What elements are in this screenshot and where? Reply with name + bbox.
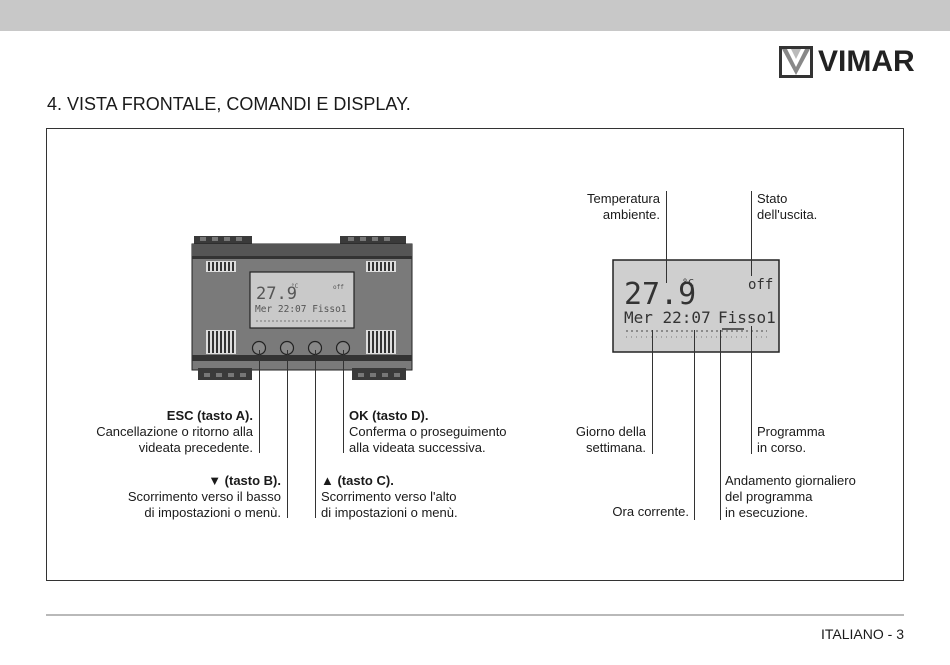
label-down-line2: di impostazioni o menù.	[144, 505, 281, 520]
page-footer: ITALIANO - 3	[821, 626, 904, 642]
label-andamento-line3: in esecuzione.	[725, 505, 809, 520]
leader-esc	[259, 350, 260, 453]
label-esc-title: ESC (tasto A).	[166, 408, 253, 423]
leader-temperatura	[666, 191, 667, 283]
label-giorno: Giorno della settimana.	[576, 424, 646, 456]
leader-giorno	[652, 330, 653, 454]
display-unit: °C	[682, 278, 694, 289]
label-stato-line2: dell'uscita.	[757, 207, 818, 222]
label-stato: Stato dell'uscita.	[757, 191, 817, 223]
display-detail: 27.9 °C off Mer 22:07 Fisso1	[612, 259, 780, 353]
label-andamento: Andamento giornaliero del programma in e…	[725, 473, 856, 521]
device-lcd-state: off	[333, 284, 344, 291]
label-up-line2: di impostazioni o menù.	[321, 505, 458, 520]
display-state: off	[748, 277, 773, 293]
leader-down	[287, 350, 288, 518]
leader-programma	[751, 326, 752, 454]
leader-ora	[694, 330, 695, 520]
label-programma: Programma in corso.	[757, 424, 825, 456]
label-ok-line2: alla videata successiva.	[349, 440, 486, 455]
label-down-line1: Scorrimento verso il basso	[127, 489, 281, 504]
label-up: ▲ (tasto C). Scorrimento verso l'alto di…	[321, 473, 458, 521]
label-ok-line1: Conferma o proseguimento	[349, 424, 507, 439]
device-lcd	[249, 271, 355, 329]
label-up-line1: Scorrimento verso l'alto	[321, 489, 457, 504]
label-temperatura: Temperatura ambiente.	[587, 191, 660, 223]
leader-ok	[343, 350, 344, 453]
label-programma-line1: Programma	[757, 424, 825, 439]
device-buttons	[251, 340, 351, 356]
label-ok-title: OK (tasto D).	[349, 408, 429, 423]
vent-top-left	[206, 261, 236, 272]
device-lcd-temp: 27.9	[256, 284, 297, 304]
vent-bottom-right	[366, 330, 396, 354]
label-down: ▼ (tasto B). Scorrimento verso il basso …	[128, 473, 281, 521]
leader-andamento	[720, 330, 721, 520]
leader-stato	[751, 191, 752, 276]
brand-name: VIMAR	[818, 45, 915, 78]
vent-bottom-left	[206, 330, 236, 354]
thermostat-device: 27.9 °C off Mer 22:07 Fisso1	[191, 236, 413, 380]
label-ora: Ora corrente.	[612, 504, 689, 520]
leader-up	[315, 350, 316, 518]
label-andamento-line2: del programma	[725, 489, 813, 504]
page-title: 4. VISTA FRONTALE, COMANDI E DISPLAY.	[47, 94, 411, 114]
vent-top-right	[366, 261, 396, 272]
label-giorno-line1: Giorno della	[575, 424, 646, 439]
label-esc: ESC (tasto A). Cancellazione o ritorno a…	[96, 408, 253, 456]
display-temp: 27.9	[624, 277, 696, 312]
label-programma-line2: in corso.	[757, 440, 807, 455]
label-giorno-line2: settimana.	[586, 440, 646, 455]
label-esc-line2: videata precedente.	[138, 440, 253, 455]
label-temperatura-line2: ambiente.	[602, 207, 660, 222]
figure-frame	[46, 128, 904, 581]
label-up-title: ▲ (tasto C).	[321, 473, 394, 488]
display-day-time: Mer 22:07	[624, 308, 711, 327]
label-temperatura-line1: Temperatura	[587, 191, 660, 206]
device-lcd-unit: °C	[291, 283, 299, 290]
label-ok: OK (tasto D). Conferma o proseguimento a…	[349, 408, 507, 456]
footer-rule	[46, 614, 904, 616]
label-stato-line1: Stato	[757, 191, 788, 206]
label-down-title: ▼ (tasto B).	[208, 473, 281, 488]
label-ora-line1: Ora corrente.	[612, 504, 689, 519]
vimar-logo: VIMAR	[779, 45, 915, 80]
label-esc-line1: Cancellazione o ritorno alla	[96, 424, 253, 439]
top-bar	[0, 0, 950, 31]
label-andamento-line1: Andamento giornaliero	[725, 473, 856, 488]
display-program: Fisso1	[718, 308, 776, 327]
vimar-logo-icon	[779, 46, 813, 78]
device-lcd-line2: Mer 22:07 Fisso1	[255, 304, 347, 315]
